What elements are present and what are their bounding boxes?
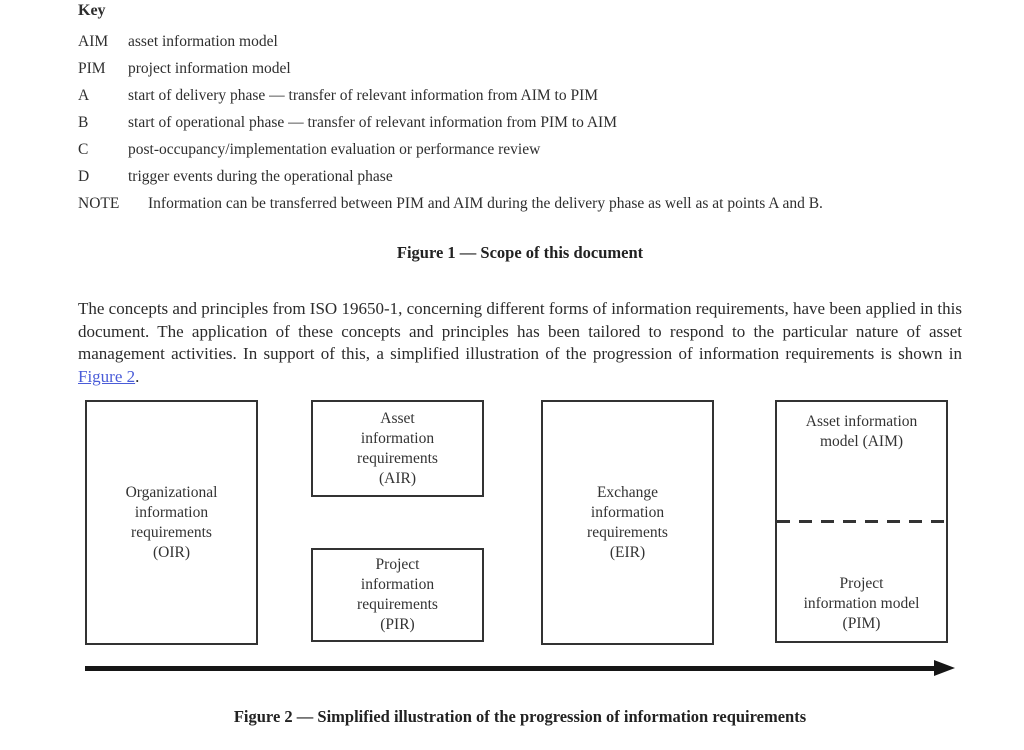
key-term: AIM [78,33,109,50]
key-row-a: A start of delivery phase — transfer of … [78,82,978,109]
key-row-c: C post-occupancy/implementation evaluati… [78,136,978,163]
figure2-link[interactable]: Figure 2 [78,366,136,386]
key-definition: Information can be transferred between P… [148,195,823,212]
key-row-d: D trigger events during the operational … [78,163,978,190]
key-term: C [78,141,89,158]
key-term: A [78,87,90,104]
key-definition: asset information model [128,33,278,50]
key-term: B [78,114,89,131]
key-row-b: B start of operational phase — transfer … [78,109,978,136]
oir-box-label: Organizational information requirements … [125,483,218,561]
timeline-arrow-shaft [85,666,935,671]
key-definition: project information model [128,60,291,77]
paragraph-text-after-link: . [135,366,140,386]
oir-box: Organizational information requirements … [85,400,258,645]
pir-box: Project information requirements (PIR) [311,548,484,642]
key-title: Key [78,2,106,19]
key-row-pim: PIM project information model [78,55,978,82]
eir-box-label: Exchange information requirements (EIR) [587,483,668,561]
key-row-note: NOTE Information can be transferred betw… [78,190,978,217]
timeline-arrow-head-icon [934,660,955,676]
aim-section: Asset information model (AIM) [777,402,946,520]
figure2-diagram: Organizational information requirements … [0,400,1024,685]
aim-box-label: Asset information model (AIM) [805,413,918,450]
aim-pim-box: Asset information model (AIM) Project in… [775,400,948,643]
key-term: NOTE [78,195,120,212]
figure2-caption: Figure 2 — Simplified illustration of th… [233,707,807,726]
pim-box-label: Project information model (PIM) [803,575,920,632]
figure1-key: Key AIM asset information model PIM proj… [78,2,978,217]
figure1-caption: Figure 1 — Scope of this document [396,243,644,262]
key-term: PIM [78,60,106,77]
key-definition: start of operational phase — transfer of… [128,114,617,131]
key-definition: start of delivery phase — transfer of re… [128,87,599,104]
air-box: Asset information requirements (AIR) [311,400,484,497]
pir-box-label: Project information requirements (PIR) [357,556,438,633]
key-term: D [78,168,90,185]
paragraph-text-before-link: The concepts and principles from ISO 196… [78,299,962,364]
key-definition: post-occupancy/implementation evaluation… [128,141,541,158]
air-box-label: Asset information requirements (AIR) [357,409,438,487]
body-paragraph: The concepts and principles from ISO 196… [78,298,962,388]
pim-section: Project information model (PIM) [777,523,946,634]
key-row-aim: AIM asset information model [78,28,978,55]
eir-box: Exchange information requirements (EIR) [541,400,714,645]
aim-pim-dashed-divider [777,520,946,523]
key-definition: trigger events during the operational ph… [128,168,393,185]
